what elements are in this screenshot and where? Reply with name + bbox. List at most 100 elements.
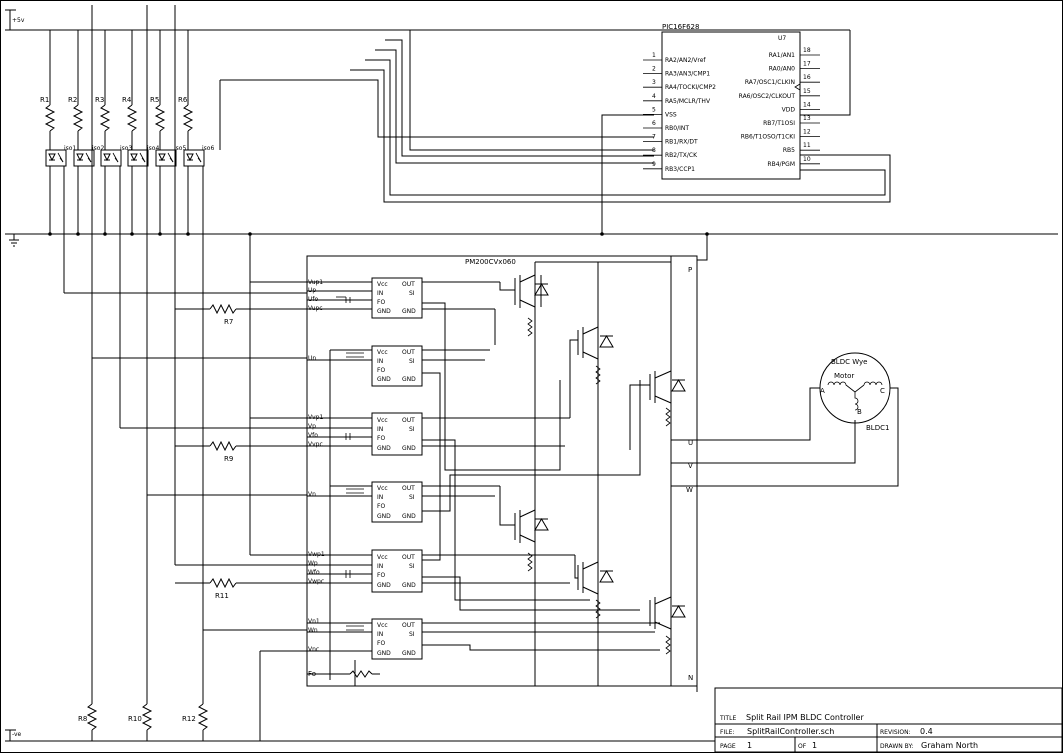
of-label: OF [798, 743, 807, 750]
svg-text:GND: GND [402, 582, 416, 589]
svg-text:FO: FO [377, 572, 385, 579]
mcu-pin-num: 2 [652, 66, 656, 73]
mcu-pin-num: 18 [803, 47, 811, 54]
svg-text:FO: FO [377, 367, 385, 374]
resistor-r4: R4 [122, 30, 138, 150]
r6-label: R6 [178, 96, 188, 104]
mid-resistor-bank: R7 R9 R11 [175, 303, 240, 600]
plus5v-label: +5v [12, 17, 25, 24]
mcu-pin-name: RB3/CCP1 [665, 166, 695, 173]
svg-text:SI: SI [409, 494, 415, 501]
resistor-r2: R2 [68, 30, 84, 150]
top-resistor-bank: R1 R2 R3 R4 R5 [40, 30, 194, 150]
resistor-r7: R7 [175, 303, 240, 326]
revision-label: REVISION: [880, 729, 911, 736]
mcu-pin-num: 15 [803, 88, 811, 95]
r2-label: R2 [68, 96, 77, 104]
mcu-pin-num: 9 [652, 161, 656, 168]
ipm-module: PM200CVx060 P U V W N Fo [306, 234, 708, 692]
svg-text:Un: Un [308, 355, 316, 362]
gate-driver-4: Vcc IN FO GND OUT SI GND Vn [307, 481, 500, 523]
svg-text:IN: IN [377, 563, 383, 570]
mcu-pin-num: 17 [803, 61, 811, 68]
iso3-label: iso3 [120, 145, 132, 152]
r9-label: R9 [224, 455, 233, 463]
svg-text:Vn: Vn [308, 491, 316, 498]
resistor-r1: R1 [40, 30, 56, 150]
resistor-r8: R8 [78, 358, 98, 741]
svg-text:Vfo: Vfo [308, 432, 318, 439]
r3-label: R3 [95, 96, 104, 104]
r5-label: R5 [150, 96, 159, 104]
mcu-pin-num: 11 [803, 142, 811, 149]
gate-driver-2: Vcc IN FO GND OUT SI GND Un [307, 345, 490, 387]
svg-text:GND: GND [377, 308, 391, 315]
svg-text:GND: GND [402, 308, 416, 315]
bldc-motor: BLDC Wye Motor A B C BLDC1 [697, 352, 899, 487]
mcu-pin-num: 16 [803, 74, 811, 81]
ipm-left-bus [249, 234, 660, 741]
r8-label: R8 [78, 715, 87, 723]
mcu-pin-num: 10 [803, 156, 811, 163]
r11-label: R11 [215, 592, 229, 600]
svg-text:Vvpc: Vvpc [308, 441, 323, 448]
mcu-pin-num: 1 [652, 52, 656, 59]
svg-text:FO: FO [377, 435, 385, 442]
mcu-pin-name: RA4/TOCKI/CMP2 [665, 84, 716, 91]
mcu-pin-num: 8 [652, 147, 656, 154]
mcu-input-wires [219, 29, 891, 234]
mcu-pin-num: 12 [803, 129, 811, 136]
iso2-label: iso2 [92, 145, 104, 152]
r10-label: R10 [128, 715, 142, 723]
opto-iso1: iso1 [45, 145, 76, 167]
minus-ve-rail: -ve [5, 729, 715, 742]
minus-ve-label: -ve [12, 731, 22, 738]
opto-iso2: iso2 [73, 145, 104, 167]
resistor-r6: R6 [178, 30, 194, 150]
motor-subtitle: Motor [834, 372, 854, 380]
igbt-high-v [569, 326, 614, 418]
igbt-low-u [499, 486, 549, 572]
motor-phase-c: C [880, 387, 885, 395]
svg-text:Vcc: Vcc [377, 349, 388, 356]
svg-text:Vp: Vp [308, 423, 316, 430]
mcu-ref: U7 [778, 35, 786, 42]
svg-text:OUT: OUT [402, 417, 415, 424]
svg-text:OUT: OUT [402, 349, 415, 356]
mcu-pin-num: 13 [803, 115, 811, 122]
mcu-pin-name: RA1/AN1 [769, 52, 795, 59]
opto-iso5: iso5 [155, 145, 186, 167]
svg-text:FO: FO [377, 640, 385, 647]
opto-iso4: iso4 [127, 145, 159, 167]
mcu-pin-name: RA2/AN2/Vref [665, 57, 706, 64]
plus5v-rail: +5v [5, 9, 395, 31]
svg-text:GND: GND [377, 376, 391, 383]
title-block: TITLE Split Rail IPM BLDC Controller FIL… [714, 687, 1063, 753]
svg-text:Vcc: Vcc [377, 281, 388, 288]
svg-text:GND: GND [377, 445, 391, 452]
mcu-pin-name: RB2/TX/CK [665, 152, 698, 159]
ipm-terminal-v: V [688, 462, 693, 470]
svg-text:Wp: Wp [308, 560, 318, 567]
ipm-terminal-u: U [688, 439, 693, 447]
svg-text:GND: GND [402, 376, 416, 383]
igbt-low-w [649, 596, 686, 655]
title-label: TITLE [719, 715, 736, 722]
gate-driver-6: Vcc IN FO GND OUT SI GND Vn1 Wn Vnc [260, 618, 660, 660]
resistor-r5: R5 [150, 30, 166, 150]
mcu-pin-name: RA7/OSC1/CLKIN [745, 79, 795, 86]
mcu-pin-name: RA3/AN3/CMP1 [665, 71, 710, 78]
